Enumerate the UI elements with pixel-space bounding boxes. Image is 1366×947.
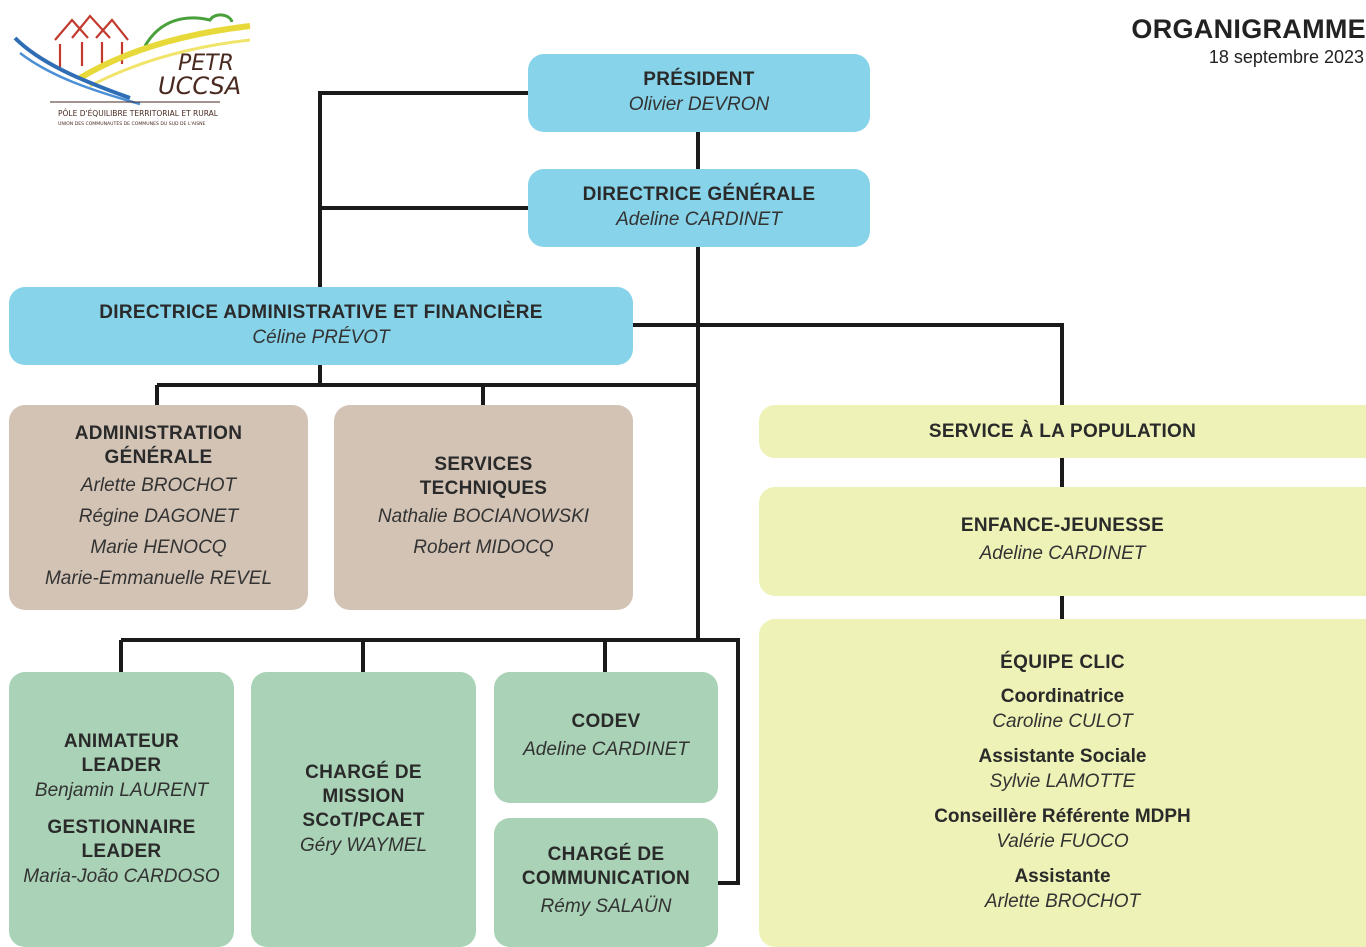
clic-role: Conseillère Référente MDPH <box>934 806 1191 827</box>
box-leader: ANIMATEUR LEADER Benjamin LAURENT GESTIO… <box>9 672 234 947</box>
logo-subtagline: UNION DES COMMUNAUTÉS DE COMMUNES DU SUD… <box>58 119 206 127</box>
techniques-title-2: TECHNIQUES <box>419 477 548 499</box>
enfance-name: Adeline CARDINET <box>979 543 1146 564</box>
enfance-title: ENFANCE-JEUNESSE <box>960 515 1165 536</box>
connector-president-daf <box>318 91 528 288</box>
logo-tagline: PÔLE D'ÉQUILIBRE TERRITORIAL ET RURAL <box>58 109 219 118</box>
codev-title: CODEV <box>571 711 641 732</box>
dg-name: Adeline CARDINET <box>616 209 782 230</box>
clic-role: Assistante <box>1014 866 1111 887</box>
leader-title-1b: LEADER <box>81 754 162 776</box>
connector-bottom-bar <box>121 638 740 885</box>
scot-title-2: MISSION <box>322 785 405 807</box>
clic-name: Valérie FUOCO <box>996 831 1129 852</box>
communication-name: Rémy SALAÜN <box>540 896 672 917</box>
population-title: SERVICE À LA POPULATION <box>928 420 1197 442</box>
leader-name-1: Benjamin LAURENT <box>34 779 209 801</box>
scot-title-1: CHARGÉ DE <box>305 761 422 783</box>
clic-title: ÉQUIPE CLIC <box>1000 652 1125 673</box>
box-administration-generale: ADMINISTRATION GÉNÉRALE Arlette BROCHOT … <box>9 405 308 610</box>
leader-title-2a: GESTIONNAIRE <box>47 816 196 838</box>
logo-line1: PETR <box>178 51 234 76</box>
box-equipe-clic: ÉQUIPE CLIC Coordinatrice Caroline CULOT… <box>759 619 1366 947</box>
box-president: PRÉSIDENT Olivier DEVRON <box>528 54 870 132</box>
codev-name: Adeline CARDINET <box>523 739 689 760</box>
box-service-population: SERVICE À LA POPULATION <box>759 405 1366 458</box>
logo-line2: UCCSA <box>158 72 241 100</box>
clic-name: Sylvie LAMOTTE <box>989 771 1136 792</box>
communication-title-2: COMMUNICATION <box>521 868 691 889</box>
box-communication: CHARGÉ DE COMMUNICATION Rémy SALAÜN <box>494 818 718 947</box>
box-directrice-generale: DIRECTRICE GÉNÉRALE Adeline CARDINET <box>528 169 870 247</box>
page-date: 18 septembre 2023 <box>1208 47 1364 67</box>
box-services-techniques: SERVICES TECHNIQUES Nathalie BOCIANOWSKI… <box>334 405 633 610</box>
admin-name: Marie-Emmanuelle REVEL <box>44 567 273 589</box>
techniques-name: Robert MIDOCQ <box>413 536 554 558</box>
box-daf: DIRECTRICE ADMINISTRATIVE ET FINANCIÈRE … <box>9 287 633 365</box>
box-scot: CHARGÉ DE MISSION SCoT/PCAET Géry WAYMEL <box>251 672 476 947</box>
scot-name: Géry WAYMEL <box>299 834 428 856</box>
dg-title: DIRECTRICE GÉNÉRALE <box>582 184 816 205</box>
daf-title: DIRECTRICE ADMINISTRATIVE ET FINANCIÈRE <box>99 302 543 323</box>
admin-title-2: GÉNÉRALE <box>104 446 213 468</box>
clic-role: Assistante Sociale <box>978 746 1147 767</box>
page-title: ORGANIGRAMME <box>1131 14 1366 44</box>
president-name: Olivier DEVRON <box>628 94 770 115</box>
box-codev: CODEV Adeline CARDINET <box>494 672 718 803</box>
admin-name: Marie HENOCQ <box>90 536 227 558</box>
petr-uccsa-logo: PETR UCCSA PÔLE D'ÉQUILIBRE TERRITORIAL … <box>10 8 255 138</box>
clic-role: Coordinatrice <box>1000 686 1125 707</box>
box-enfance-jeunesse: ENFANCE-JEUNESSE Adeline CARDINET <box>759 487 1366 596</box>
techniques-title-1: SERVICES <box>434 453 533 475</box>
admin-name: Régine DAGONET <box>78 505 239 527</box>
techniques-name: Nathalie BOCIANOWSKI <box>377 505 590 527</box>
leader-title-1a: ANIMATEUR <box>63 730 180 752</box>
clic-name: Caroline CULOT <box>992 711 1133 732</box>
scot-title-3: SCoT/PCAET <box>302 809 425 831</box>
president-title: PRÉSIDENT <box>643 69 755 90</box>
leader-name-2: Maria-João CARDOSO <box>23 865 220 887</box>
admin-name: Arlette BROCHOT <box>80 474 237 496</box>
logo-graphic: PETR UCCSA PÔLE D'ÉQUILIBRE TERRITORIAL … <box>13 13 251 127</box>
admin-title-1: ADMINISTRATION <box>74 422 243 444</box>
clic-name: Arlette BROCHOT <box>984 891 1141 912</box>
communication-title-1: CHARGÉ DE <box>547 844 665 865</box>
connector-daf-population <box>633 323 1064 405</box>
leader-title-2b: LEADER <box>81 840 162 862</box>
daf-name: Céline PRÉVOT <box>252 327 390 348</box>
